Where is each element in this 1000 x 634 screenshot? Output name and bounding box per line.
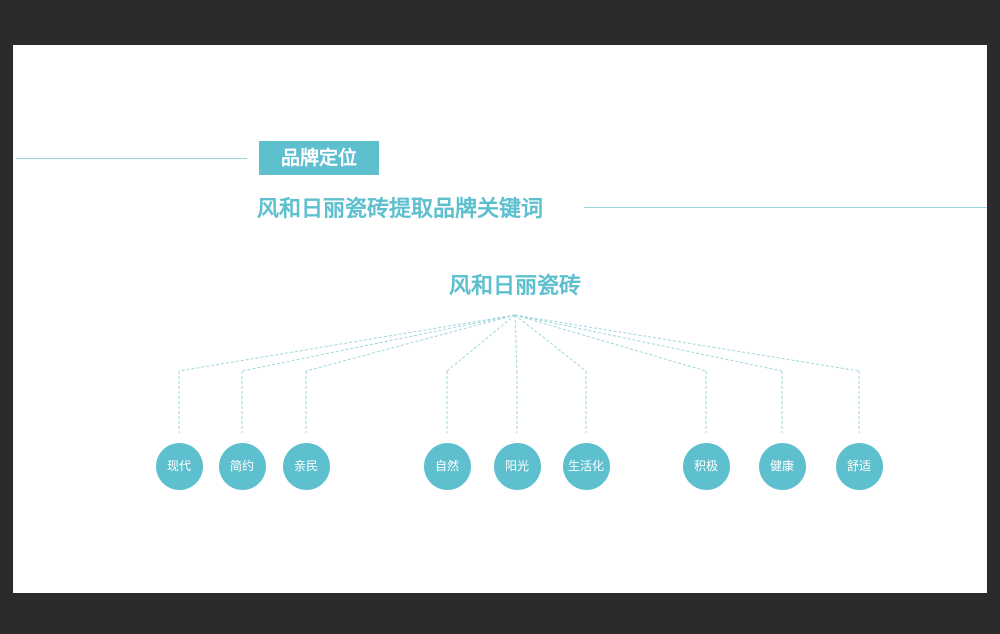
keyword-node: 积极	[682, 443, 730, 490]
connector-diagonal	[514, 314, 518, 372]
right-rule	[584, 207, 987, 208]
keyword-node: 简约	[218, 443, 266, 490]
section-tag: 品牌定位	[259, 141, 379, 175]
connector-diagonal	[514, 314, 860, 372]
connector-diagonal	[241, 314, 516, 372]
connector-diagonal	[446, 314, 516, 372]
keyword-node: 生活化	[562, 443, 610, 490]
left-rule	[16, 158, 247, 159]
keyword-node: 自然	[423, 443, 471, 490]
connector-diagonal	[305, 314, 516, 372]
keyword-node: 现代	[155, 443, 203, 490]
keyword-node: 阳光	[493, 443, 541, 490]
keyword-node: 亲民	[282, 443, 330, 490]
tree-root-label: 风和日丽瓷砖	[448, 274, 581, 299]
keyword-node: 舒适	[835, 443, 883, 490]
connector-diagonal	[178, 314, 516, 372]
slide: 品牌定位 风和日丽瓷砖提取品牌关键词 风和日丽瓷砖 现代简约亲民 自然阳光生活化 积…	[13, 45, 987, 593]
connector-lines	[178, 314, 860, 433]
keyword-node: 健康	[758, 443, 806, 490]
connector-diagonal	[514, 314, 783, 372]
connector-diagonal	[514, 314, 587, 372]
page-subtitle: 风和日丽瓷砖提取品牌关键词	[257, 197, 544, 222]
connector-diagonal	[514, 314, 707, 372]
